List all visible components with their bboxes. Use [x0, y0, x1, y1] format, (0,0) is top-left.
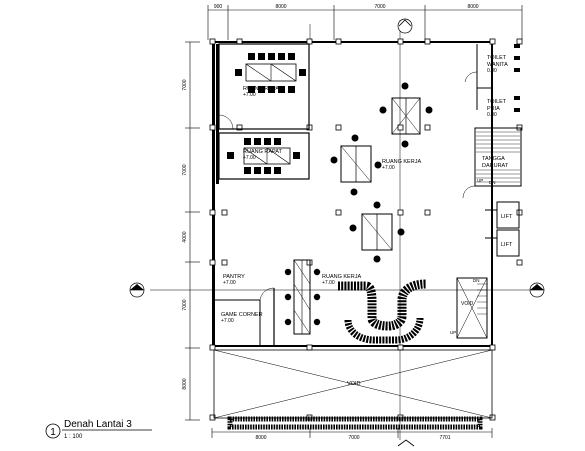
- title-number: 1: [50, 427, 56, 438]
- dim-left-2: 7000: [182, 164, 188, 175]
- label-toilet-pria-2: PRIA: [487, 106, 500, 112]
- label-ruang-kerja-2: RUANG KERJA: [322, 274, 361, 280]
- section-marker-left: [129, 282, 145, 298]
- level-game-corner: +7.00: [221, 318, 234, 324]
- section-marker-right: [529, 282, 545, 298]
- drawing-title: Denah Lantai 3: [64, 419, 132, 430]
- level-toilet-pria: 0.00: [487, 112, 497, 118]
- north-arrow-top: [397, 18, 413, 34]
- dn-void-small: DN: [473, 278, 480, 283]
- drawing-scale: 1 : 100: [64, 434, 83, 440]
- curved-lounge-sofa: [338, 279, 427, 344]
- dim-left-1: 7000: [182, 79, 188, 90]
- meeting-room-1: [218, 43, 310, 130]
- drawing-title-block: 1 Denah Lantai 3 1 : 100: [45, 419, 152, 440]
- level-ruang-rapat-1: +7.00: [243, 92, 256, 98]
- level-ruang-rapat-2: +7.00: [243, 155, 256, 161]
- dim-top-4: 8000: [467, 4, 478, 10]
- label-lift-1: LIFT: [501, 214, 513, 220]
- level-ruang-kerja-2: +7.00: [322, 280, 335, 286]
- label-tangga-1: TANGGA: [482, 156, 505, 162]
- dim-bottom-1: 8000: [255, 435, 266, 441]
- level-pantry: +7.00: [223, 280, 236, 286]
- north-arrow-bottom: [397, 439, 415, 447]
- label-ruang-rapat-2: RUANG RAPAT: [243, 149, 283, 155]
- label-toilet-wanita-2: WANITA: [487, 62, 508, 68]
- large-void: [213, 349, 493, 430]
- label-game-corner: GAME CORNER: [221, 312, 263, 318]
- label-ruang-kerja-1: RUANG KERJA: [382, 159, 421, 165]
- pantry-game-corner: [215, 287, 275, 345]
- title-number-circle: [45, 423, 61, 439]
- workstation-cluster-2: [330, 134, 382, 196]
- outer-walls: [212, 41, 494, 347]
- dim-top-2: 8000: [275, 4, 286, 10]
- label-pantry: PANTRY: [223, 274, 245, 280]
- dimension-labels: 900 8000 7000 8000 8000 7000 7701 7000 7…: [182, 4, 479, 441]
- workstation-cluster-4: [284, 259, 321, 335]
- dim-left-5: 8000: [182, 378, 188, 389]
- up-void-small: UP: [450, 330, 456, 335]
- label-tangga-2: DARURAT: [482, 163, 509, 169]
- label-ruang-rapat-1: RUANG RAPAT: [243, 86, 283, 92]
- dimension-lines: [185, 5, 523, 438]
- service-core: [456, 44, 522, 339]
- meeting-room-2: [218, 132, 310, 180]
- dim-left-3: 4000: [182, 231, 188, 242]
- label-void-large: VOID: [347, 381, 360, 387]
- dim-left-4: 7000: [182, 299, 188, 310]
- label-toilet-pria-1: TOILET: [487, 99, 507, 105]
- dim-bottom-2: 7000: [348, 435, 359, 441]
- dim-bottom-3: 7701: [439, 435, 450, 441]
- room-labels: RUANG RAPAT +7.00 RUANG RAPAT +7.00 RUAN…: [221, 55, 513, 387]
- level-toilet-wanita: 0.00: [487, 68, 497, 74]
- columns: [209, 38, 523, 421]
- workstation-cluster-3: [349, 201, 405, 263]
- label-lift-2: LIFT: [501, 242, 513, 248]
- label-toilet-wanita-1: TOILET: [487, 55, 507, 61]
- dim-top-3: 7000: [374, 4, 385, 10]
- label-void-small: VOID: [461, 301, 474, 307]
- level-ruang-kerja-1: +7.00: [382, 165, 395, 171]
- workstation-cluster-1: [379, 82, 433, 148]
- dn-tangga: DN: [489, 180, 496, 185]
- level-tangga: UP: [477, 178, 483, 183]
- dim-top-1: 900: [214, 4, 223, 10]
